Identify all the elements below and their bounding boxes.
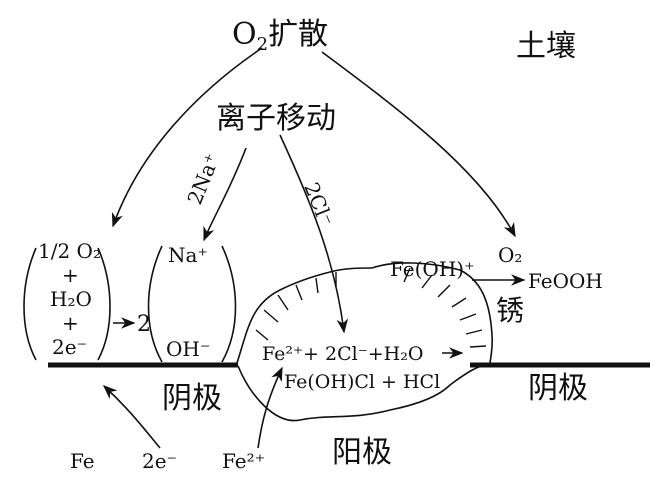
rust-mound-outline xyxy=(371,262,494,365)
cl-migration-label: 2Cl⁻ xyxy=(299,179,338,230)
arrow-o2-to-rust xyxy=(321,51,516,238)
cathode-label-right: 阴极 xyxy=(528,371,588,406)
o2-diffusion-label: O2扩散 xyxy=(232,17,328,55)
feooh-label: FeOOH xyxy=(528,269,603,293)
oh-ion-label: OH⁻ xyxy=(166,337,210,361)
feoh-plus-label: Fe(OH)⁺ xyxy=(390,257,475,281)
soil-label: 土壤 xyxy=(516,29,576,64)
rust-hatching xyxy=(255,267,487,348)
bracket-left-open xyxy=(23,247,37,361)
arrow-na-migration xyxy=(203,147,247,242)
electron-label: 2e⁻ xyxy=(142,449,177,473)
cathode-plus-2: + xyxy=(62,311,79,335)
bracket-ions-close xyxy=(221,245,237,363)
cathode-label-left: 阴极 xyxy=(162,381,222,416)
anode-pit-outline xyxy=(235,267,491,422)
rust-label: 锈 xyxy=(496,294,524,327)
arrow-o2-to-cathode xyxy=(111,47,263,228)
arrow-fe2-release xyxy=(257,366,283,449)
fe-label: Fe xyxy=(70,449,95,473)
anode-reaction-reactants: Fe²⁺+ 2Cl⁻+H₂O xyxy=(262,343,423,365)
cathode-h2o: H₂O xyxy=(50,287,92,311)
na-ion-label: Na⁺ xyxy=(168,243,208,267)
bracket-left-close xyxy=(97,247,111,361)
arrow-electrons xyxy=(102,385,161,449)
na-migration-label: 2Na⁺ xyxy=(182,150,224,208)
ion-migration-label: 离子移动 xyxy=(216,101,336,136)
anode-reaction-products: Fe(OH)Cl + HCl xyxy=(284,371,440,393)
cathode-coefficient: 2 xyxy=(137,312,151,337)
bracket-ions-open xyxy=(147,245,163,363)
rust-o2-label: O₂ xyxy=(498,243,522,267)
cathode-plus-1: + xyxy=(62,263,79,287)
fe2-ion-label: Fe²⁺ xyxy=(222,449,265,473)
cathode-o2: 1/2 O₂ xyxy=(38,239,101,263)
arrow-cl-migration xyxy=(279,134,349,334)
anode-label: 阳极 xyxy=(332,435,392,470)
cathode-electrons: 2e⁻ xyxy=(52,335,87,359)
